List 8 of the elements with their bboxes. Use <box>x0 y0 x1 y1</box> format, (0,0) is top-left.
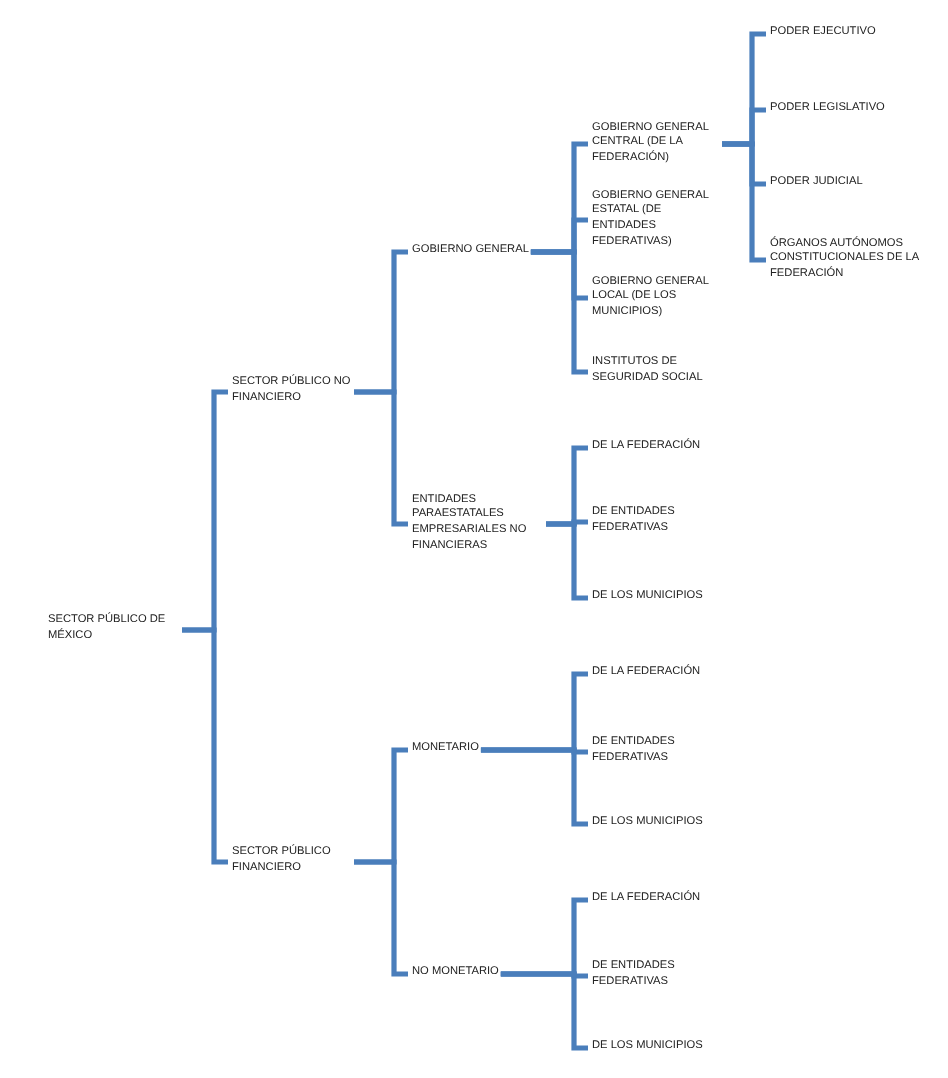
bracket-connector <box>182 627 228 865</box>
bracket-connector <box>480 747 588 827</box>
bracket-connector <box>354 389 408 527</box>
bracket-connector <box>500 971 588 1051</box>
bracket-connector <box>722 141 766 263</box>
bracket-connector <box>530 249 588 375</box>
bracket-connector <box>546 521 588 601</box>
bracket-connector <box>354 859 408 977</box>
